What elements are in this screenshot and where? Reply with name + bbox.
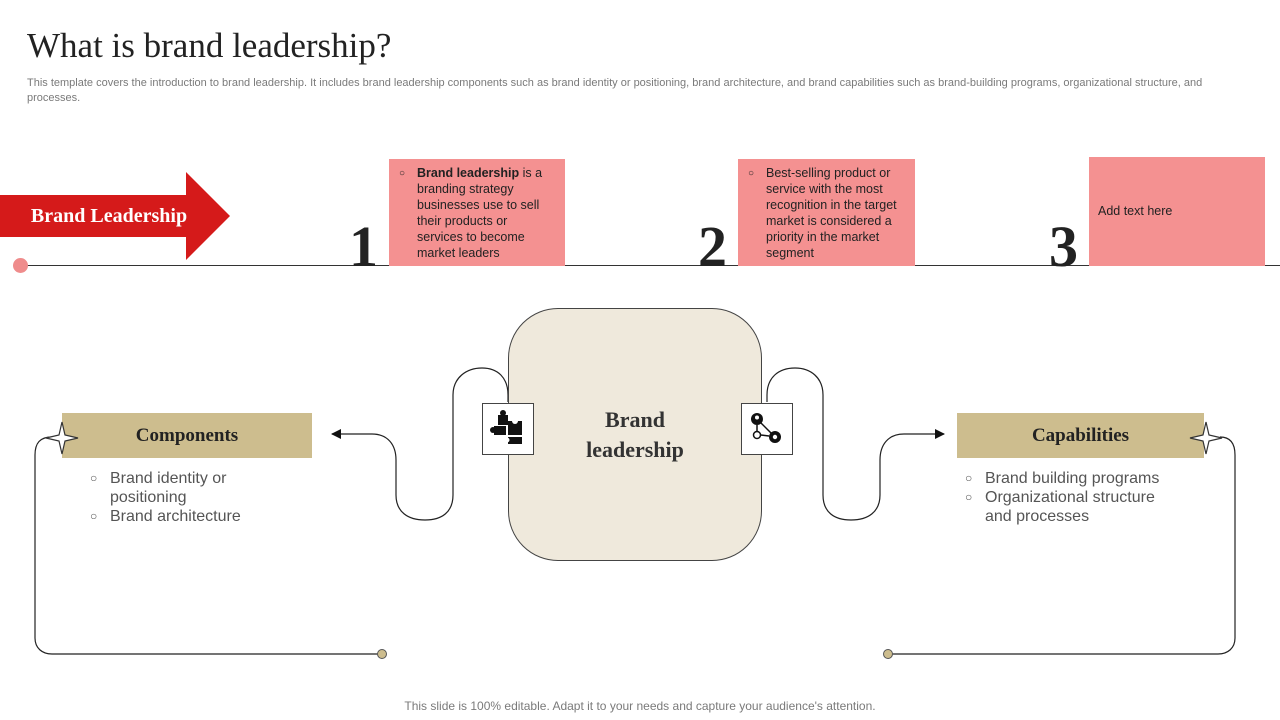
timeline-start-dot — [13, 258, 28, 273]
components-tag: Components — [62, 413, 312, 458]
components-list: ○Brand identity or positioning ○Brand ar… — [90, 469, 290, 526]
center-label: Brand leadership — [508, 405, 762, 465]
page-title: What is brand leadership? — [27, 26, 392, 65]
bullet-icon: ○ — [965, 490, 973, 504]
step-number-1: 1 — [349, 214, 378, 279]
footer-note: This slide is 100% editable. Adapt it to… — [404, 699, 876, 713]
step-1-bold: Brand leadership — [417, 166, 520, 180]
bullet-icon: ○ — [90, 509, 98, 523]
list-item: ○Brand identity or positioning — [90, 470, 227, 506]
sparkle-icon — [45, 421, 79, 455]
puzzle-icon-box — [482, 403, 534, 455]
step-3-text: Add text here — [1098, 204, 1173, 218]
sparkle-icon — [1189, 421, 1223, 455]
bullet-icon: ○ — [965, 471, 973, 485]
list-item: ○Brand architecture — [90, 508, 241, 525]
bullet-icon: ○ — [748, 168, 755, 179]
page-subtitle: This template covers the introduction to… — [27, 77, 1203, 104]
bullet-icon: ○ — [90, 471, 98, 485]
capabilities-tag: Capabilities — [957, 413, 1204, 458]
center-box — [508, 308, 762, 561]
bullet-icon: ○ — [399, 168, 406, 179]
step-2-box: ○ Best-selling product or service with t… — [738, 159, 915, 266]
puzzle-icon — [490, 410, 522, 444]
network-gear-icon — [751, 413, 781, 443]
step-1-text: is a branding strategy businesses use to… — [417, 166, 543, 260]
center-label-line2: leadership — [586, 437, 684, 462]
step-2-text: Best-selling product or service with the… — [766, 166, 897, 260]
step-3-box: Add text here — [1089, 157, 1265, 266]
center-label-line1: Brand — [605, 407, 665, 432]
capabilities-list: ○Brand building programs ○Organizational… — [965, 469, 1165, 526]
step-1-box: ○ Brand leadership is a branding strateg… — [389, 159, 565, 266]
list-item: ○Brand building programs — [965, 470, 1160, 487]
list-item: ○Organizational structure and processes — [965, 489, 1155, 525]
step-number-3: 3 — [1049, 214, 1078, 279]
timeline-line — [20, 265, 1280, 266]
network-icon-box — [741, 403, 793, 455]
arrow-label: Brand Leadership — [30, 205, 188, 227]
step-number-2: 2 — [698, 214, 727, 279]
brand-leadership-arrow — [0, 172, 230, 260]
